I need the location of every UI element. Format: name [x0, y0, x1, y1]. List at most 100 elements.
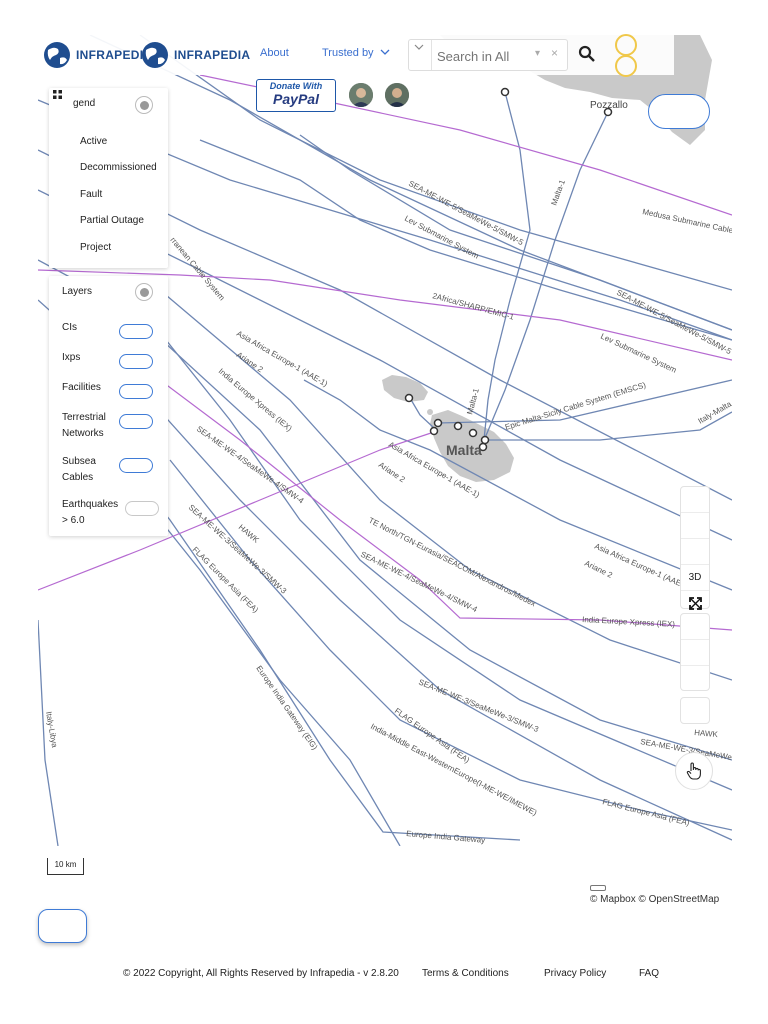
map-canvas[interactable]: Malta Pozzallo SEA-ME-WE-5/SeaMeWe-5/SMW… — [38, 35, 732, 846]
paypal-logo-text: PayPal — [273, 91, 319, 107]
map-svg: Malta Pozzallo SEA-ME-WE-5/SeaMeWe-5/SMW… — [38, 35, 732, 846]
layers-panel: Layers CIs Ixps Facilities Terrestrial N… — [49, 276, 168, 536]
chevron-down-icon — [380, 49, 390, 55]
logo-text: INFRAPEDIA — [76, 48, 153, 62]
layer-toggle-ixps[interactable] — [119, 354, 153, 369]
zoom-out-button[interactable] — [681, 513, 709, 539]
zoom-in-button[interactable] — [681, 487, 709, 513]
bottom-action-button[interactable] — [38, 909, 87, 943]
map-control-group-2 — [680, 613, 710, 691]
cable-label: Medusa Submarine Cable — [642, 207, 732, 235]
layer-label-subsea-cables: Subsea Cables — [62, 456, 96, 483]
cable-label: Malta-1 — [465, 387, 481, 416]
cable-label: Italy-Libya — [44, 711, 59, 749]
globe-icon — [142, 42, 168, 68]
infrapedia-logo[interactable]: INFRAPEDIA — [42, 40, 152, 70]
cable-label: SEA-ME-WE-4/SeaMeWe-4/SMW-4 — [359, 550, 479, 615]
layer-toggle-earthquakes[interactable] — [125, 501, 159, 516]
nav-trusted-by[interactable]: Trusted by — [322, 47, 390, 59]
search-icon[interactable] — [578, 44, 596, 64]
cable-label: Ariane 2 — [583, 559, 614, 580]
cable-label: Ariane 2 — [377, 460, 407, 484]
search-scope-dropdown[interactable] — [409, 40, 432, 70]
cable-label: Malta-1 — [549, 178, 567, 207]
legend-panel: gend Active Decommissioned Fault Partial… — [49, 88, 168, 268]
hand-pointer-icon — [686, 762, 701, 780]
footer-terms-link[interactable]: Terms & Conditions — [422, 968, 509, 979]
map-tool-button[interactable] — [681, 640, 709, 666]
cable-label: SEA-ME-WE-3/SeaMeWe-3/SMW-3 — [417, 678, 540, 735]
cable-label: HAWK — [237, 523, 261, 546]
cable-label: Europe India Gateway — [406, 829, 486, 845]
infrapedia-logo-secondary[interactable]: INFRAPEDIA — [140, 40, 250, 70]
map-label-malta: Malta — [446, 442, 482, 458]
cable-label: 2Africa/SHARP/EMIC-1 — [431, 291, 515, 322]
cable-label: Epic Malta-Sicily Cable System (EMSCS) — [504, 380, 647, 432]
clear-icon[interactable]: × — [551, 46, 559, 60]
cable-label: Ariane 2 — [235, 350, 265, 374]
map-tool-button[interactable] — [681, 666, 709, 692]
footer-copyright: © 2022 Copyright, All Rights Reserved by… — [123, 968, 399, 979]
layer-label-cis: CIs — [62, 322, 77, 333]
layer-label-facilities: Facilities — [62, 382, 101, 393]
fullscreen-button[interactable] — [681, 591, 709, 616]
pan-tool-button[interactable] — [675, 752, 713, 790]
legend-item-fault[interactable]: Fault — [80, 189, 103, 200]
chevron-down-icon — [414, 44, 424, 50]
layer-label-earthquakes: Earthquakes > 6.0 — [62, 499, 119, 526]
person-icon — [385, 83, 409, 107]
cable-label: India Europe Xpress (IEX) — [582, 615, 676, 629]
layer-toggle-cis[interactable] — [119, 324, 153, 339]
legend-item-decommissioned[interactable]: Decommissioned — [80, 162, 157, 173]
loading-rings-icon — [615, 34, 637, 77]
map-tool-button[interactable] — [680, 697, 710, 724]
legend-item-partial-outage[interactable]: Partial Outage — [80, 215, 144, 226]
cable-label: India-Middle East-WesternEurope(I-ME-WE/… — [369, 722, 539, 818]
view-3d-button[interactable]: 3D — [681, 565, 709, 591]
cable-label: Asia Africa Europe-1 (AAE-1) — [593, 542, 692, 592]
nav-about-link[interactable]: About — [260, 47, 289, 59]
layer-toggle-terrestrial-networks[interactable] — [119, 414, 153, 429]
layer-toggle-subsea-cables[interactable] — [119, 458, 153, 473]
avatar[interactable] — [349, 83, 373, 107]
globe-icon — [44, 42, 70, 68]
layer-label-terrestrial-networks: Terrestrial Networks — [62, 412, 106, 439]
cable-label: SEA-ME-WE-5/SeaMeWe-5/SMW-5 — [407, 179, 525, 248]
search-input[interactable] — [435, 46, 529, 66]
caret-down-icon[interactable]: ▾ — [535, 48, 541, 59]
footer-privacy-link[interactable]: Privacy Policy — [544, 968, 607, 979]
layers-title: Layers — [62, 286, 93, 297]
gozo-island — [382, 375, 428, 402]
info-icon[interactable] — [135, 96, 153, 114]
map-scale-bar: 10 km — [47, 858, 84, 875]
legend-title: gend — [73, 98, 96, 109]
cable-label: HAWK — [694, 728, 719, 739]
nav-trusted-label: Trusted by — [322, 47, 374, 59]
avatar[interactable] — [385, 83, 409, 107]
donate-paypal-button[interactable]: Donate With PayPal — [256, 79, 336, 112]
layer-toggle-facilities[interactable] — [119, 384, 153, 399]
info-icon[interactable] — [135, 283, 153, 301]
logo-text: INFRAPEDIA — [174, 48, 251, 62]
attribution-toggle[interactable] — [590, 885, 606, 891]
legend-item-active[interactable]: Active — [80, 136, 108, 147]
malta-island — [430, 410, 514, 482]
map-tool-button[interactable] — [681, 614, 709, 640]
map-attribution[interactable]: © Mapbox © OpenStreetMap — [590, 894, 720, 905]
cable-label: Europe India Gateway (EIG) — [254, 664, 319, 752]
search-box: ▾ × — [408, 39, 568, 71]
cable-label: FLAG Europe Asia (FEA) — [602, 797, 691, 827]
compass-button[interactable] — [681, 539, 709, 565]
layer-label-ixps: Ixps — [62, 352, 81, 363]
map-label-pozzallo: Pozzallo — [590, 100, 628, 111]
person-icon — [349, 83, 373, 107]
cable-label: rranean Cable System — [168, 236, 226, 303]
cable-label: SEA-ME-WE-4/SeaMeWe-4/SMW-4 — [195, 424, 306, 505]
legend-item-project[interactable]: Project — [80, 242, 112, 253]
grid-icon[interactable] — [53, 90, 62, 99]
footer-faq-link[interactable]: FAQ — [639, 968, 660, 979]
map-action-button[interactable] — [648, 94, 710, 129]
fullscreen-icon — [688, 597, 702, 610]
donate-label: Donate With — [269, 81, 323, 91]
map-control-group: 3D — [680, 486, 710, 610]
